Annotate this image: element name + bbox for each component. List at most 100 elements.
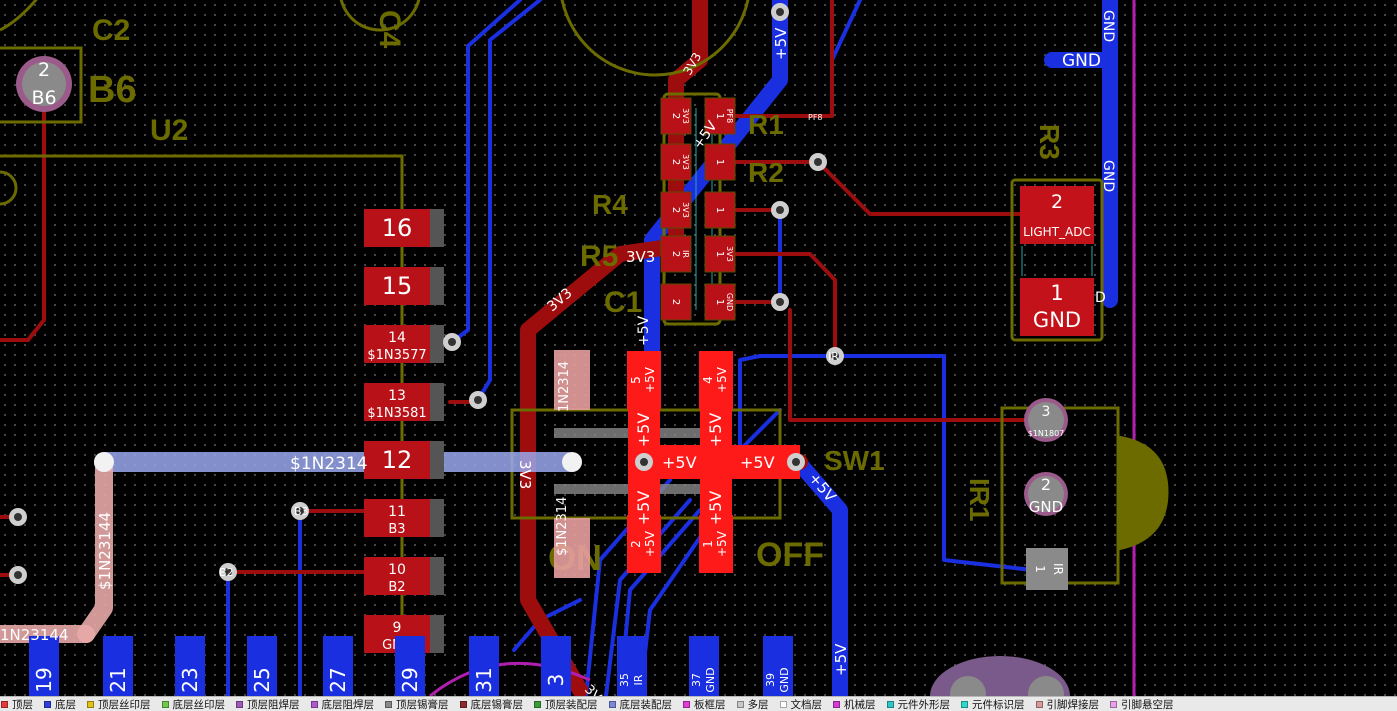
via[interactable] bbox=[771, 3, 789, 21]
r3-pad-1-net: GND bbox=[1033, 308, 1081, 332]
u2-pad-num: 12 bbox=[382, 446, 413, 474]
layer-tab[interactable]: 顶层 bbox=[0, 697, 40, 711]
layer-tab[interactable]: 底层阻焊层 bbox=[307, 697, 382, 711]
silkscreen-outlines bbox=[0, 0, 1118, 696]
bottom-pad-19[interactable]: 19 bbox=[29, 636, 59, 696]
layer-tab[interactable]: 引脚悬空层 bbox=[1106, 697, 1181, 711]
net-label-gnd-vertical-1: GND bbox=[1100, 10, 1116, 42]
bottom-pad-num: 25 bbox=[250, 667, 274, 692]
layer-tab[interactable]: 底层 bbox=[40, 697, 83, 711]
r3-pad-2[interactable]: 2 LIGHT_ADC bbox=[1020, 186, 1094, 244]
via[interactable] bbox=[771, 293, 789, 311]
layer-tab-label: 底层锡膏层 bbox=[471, 697, 524, 711]
small-pad[interactable]: 2 bbox=[661, 284, 691, 320]
via[interactable] bbox=[469, 391, 487, 409]
ir-dome bbox=[1118, 436, 1168, 550]
layer-color-swatch bbox=[1110, 701, 1117, 708]
via[interactable] bbox=[787, 453, 805, 471]
layer-tab-label: 顶层装配层 bbox=[545, 697, 598, 711]
bottom-pad-23[interactable]: 23 bbox=[175, 636, 205, 696]
bottom-pad-29[interactable]: 29 bbox=[395, 636, 425, 696]
pcb-board[interactable]: C2 C4 B6 U2 R1 R2 R3 R4 R5 C1 SW1 IR1 ON… bbox=[0, 0, 1397, 696]
small-pad-num: 1 bbox=[714, 113, 725, 119]
layer-tab[interactable]: 底层丝印层 bbox=[158, 697, 233, 711]
connector-pads-bottom-right bbox=[930, 656, 1070, 696]
net-label-1n23144-vertical: $1N23144 bbox=[96, 512, 114, 590]
layer-tab[interactable]: 顶层锡膏层 bbox=[381, 697, 456, 711]
u2-pad-13[interactable]: 13 $1N3581 bbox=[364, 383, 444, 421]
u2-pad-16[interactable]: 16 bbox=[364, 209, 444, 247]
silk-sw1: SW1 bbox=[824, 445, 885, 476]
small-pad[interactable]: 1 bbox=[705, 192, 735, 228]
via[interactable] bbox=[443, 333, 461, 351]
silk-c1: C1 bbox=[604, 286, 642, 319]
small-pad[interactable]: 1 bbox=[705, 144, 735, 180]
layer-tab[interactable]: 多层 bbox=[733, 697, 776, 711]
bottom-pad-21[interactable]: 21 bbox=[103, 636, 133, 696]
layer-tab[interactable]: 顶层丝印层 bbox=[83, 697, 158, 711]
via[interactable] bbox=[9, 508, 27, 526]
r3-pad-1[interactable]: 1 GND bbox=[1020, 278, 1094, 336]
u2-pad-net: $1N3577 bbox=[367, 348, 426, 363]
layer-tab[interactable]: 元件外形层 bbox=[883, 697, 958, 711]
bottom-pad-num: 35 bbox=[618, 673, 631, 687]
net-label-d: D bbox=[1095, 290, 1106, 306]
ir1-pad-1[interactable]: 1 IR bbox=[1026, 548, 1068, 590]
u2-pad-12[interactable]: 12 bbox=[364, 441, 444, 479]
layer-tab[interactable]: 底层装配层 bbox=[605, 697, 680, 711]
layer-color-swatch bbox=[737, 701, 744, 708]
layer-tab[interactable]: 顶层装配层 bbox=[530, 697, 605, 711]
layer-tab-label: 元件标识层 bbox=[972, 697, 1025, 711]
via[interactable] bbox=[9, 566, 27, 584]
small-pad-net: 3V3 bbox=[681, 154, 690, 170]
ir1-pad-3[interactable]: 3 $1N1807 bbox=[1024, 398, 1068, 442]
u2-pad-15[interactable]: 15 bbox=[364, 267, 444, 305]
layer-tab-label: 顶层锡膏层 bbox=[396, 697, 449, 711]
silk-c2: C2 bbox=[92, 14, 130, 47]
bottom-pad-3[interactable]: 3 bbox=[541, 636, 571, 696]
layer-tab-label: 底层阻焊层 bbox=[322, 697, 375, 711]
layer-tab[interactable]: 文档层 bbox=[776, 697, 830, 711]
u2-pad-net: $1N3581 bbox=[367, 406, 426, 421]
via[interactable] bbox=[635, 453, 653, 471]
sw1-pad-net: +5V bbox=[715, 366, 729, 393]
net-label-gnd-vertical-2: GND bbox=[1100, 160, 1116, 192]
u2-pad-num: 13 bbox=[388, 388, 406, 404]
pcb-canvas[interactable]: C2 C4 B6 U2 R1 R2 R3 R4 R5 C1 SW1 IR1 ON… bbox=[0, 0, 1397, 696]
small-pad-net: 3V3 bbox=[681, 108, 690, 124]
layer-tab-label: 元件外形层 bbox=[898, 697, 951, 711]
layer-tab[interactable]: 引脚焊接层 bbox=[1032, 697, 1107, 711]
layer-tab[interactable]: 底层锡膏层 bbox=[456, 697, 531, 711]
layer-tab[interactable]: 顶层阻焊层 bbox=[232, 697, 307, 711]
via[interactable] bbox=[771, 201, 789, 219]
layer-tab[interactable]: 机械层 bbox=[829, 697, 883, 711]
bottom-pad-31[interactable]: 31 bbox=[469, 636, 499, 696]
net-label-5v-sw-right: +5V bbox=[740, 453, 775, 472]
bottom-pad-25[interactable]: 25 bbox=[247, 636, 277, 696]
small-pad-num: 2 bbox=[670, 251, 681, 257]
via[interactable] bbox=[809, 153, 827, 171]
b6-pad[interactable]: 2 B6 bbox=[16, 56, 72, 112]
layer-color-swatch bbox=[162, 701, 169, 708]
bottom-pad-27[interactable]: 27 bbox=[323, 636, 353, 696]
net-label-5v-bottom: +5V bbox=[832, 643, 850, 676]
ir1-pad-2[interactable]: 2 GND bbox=[1024, 472, 1068, 516]
layer-tab[interactable]: 元件标识层 bbox=[957, 697, 1032, 711]
small-pad-net: 3V3 bbox=[681, 202, 690, 218]
layer-tab[interactable]: 板框层 bbox=[679, 697, 733, 711]
silk-r4: R4 bbox=[592, 189, 628, 220]
layer-tab-label: 顶层 bbox=[12, 697, 33, 711]
u2-pad-14[interactable]: 14$1N3577 bbox=[364, 325, 444, 363]
